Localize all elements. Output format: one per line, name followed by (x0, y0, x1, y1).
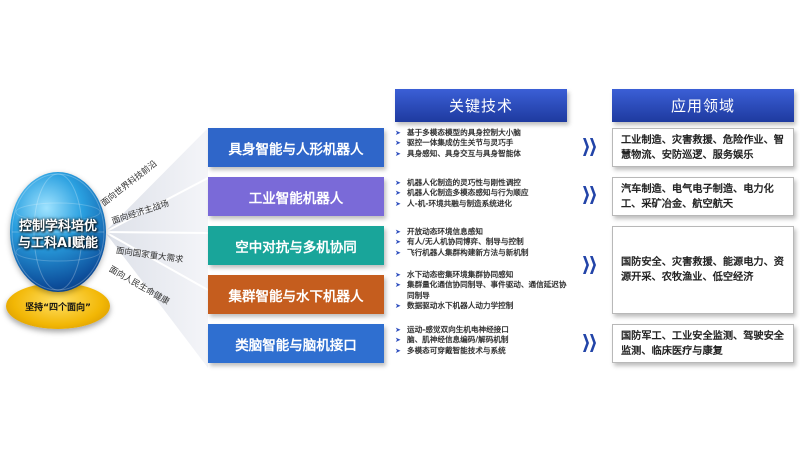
double-chevron-icon (583, 186, 596, 204)
tech-item: ➤人-机-环境共融与制造系统进化 (395, 198, 513, 208)
tech-item: ➤驱控一体集成仿生关节与灵巧手 (395, 138, 514, 148)
bullet-chevron-icon: ➤ (395, 189, 401, 198)
tech-item: ➤基于多模态模型的具身控制大小脑 (395, 128, 521, 137)
track-aerial-multiagent: 空中对抗与多机协同 (208, 226, 384, 265)
track-embodied-humanoid: 具身智能与人形机器人 (208, 128, 384, 167)
base-caption: 坚持“四个面向” (25, 303, 91, 313)
tech-list-4: ➤水下动态密集环境集群协同感知 ➤集群量化通信协同制导、事件驱动、通信延迟协同制… (395, 270, 573, 312)
fan-divider-3 (104, 231, 209, 291)
bullet-chevron-icon: ➤ (395, 281, 401, 290)
bullet-chevron-icon: ➤ (395, 199, 401, 208)
bullet-chevron-icon: ➤ (395, 129, 401, 137)
bullet-chevron-icon: ➤ (395, 238, 401, 247)
globe-title-line2: 与工科AI赋能 (18, 236, 98, 251)
globe (10, 172, 106, 292)
double-chevron-icon (583, 256, 596, 274)
bullet-chevron-icon: ➤ (395, 248, 401, 257)
bullet-chevron-icon: ➤ (395, 326, 401, 334)
bullet-chevron-icon: ➤ (395, 271, 401, 279)
tech-item: ➤有人/无人机协同博弈、制导与控制 (395, 237, 524, 247)
fan-wedge-shape (105, 128, 208, 368)
bullet-chevron-icon: ➤ (395, 302, 401, 311)
bullet-chevron-icon: ➤ (395, 228, 401, 236)
bullet-chevron-icon: ➤ (395, 179, 401, 187)
tech-list-3: ➤开放动态环境信息感知 ➤有人/无人机协同博弈、制导与控制 ➤飞行机器人集群构建… (395, 227, 575, 258)
bullet-chevron-icon: ➤ (395, 149, 401, 158)
app-box-4: 国防军工、工业安全监测、驾驶安全监测、临床医疗与康复 (612, 324, 794, 363)
fan-divider-1 (104, 177, 209, 233)
tech-item: ➤多模态可穿戴智能技术与系统 (395, 345, 506, 355)
tech-item: ➤集群量化通信协同制导、事件驱动、通信延迟协同制导 (395, 280, 567, 300)
tech-item: ➤飞行机器人集群构建新方法与新机制 (395, 247, 529, 257)
bullet-chevron-icon: ➤ (395, 336, 401, 345)
double-chevron-icon (583, 334, 596, 352)
tech-item: ➤开放动态环境信息感知 (395, 227, 483, 236)
tech-item: ➤具身感知、具身交互与具身智能体 (395, 148, 521, 158)
tech-item: ➤脑、肌神经信息编码/解码机制 (395, 335, 509, 345)
tech-item: ➤机器人化制造多模态感知与行为顺应 (395, 188, 529, 198)
fan-divider-2 (104, 231, 209, 234)
tech-item: ➤运动-感觉双向生机电神经接口 (395, 325, 509, 334)
globe-title-line1: 控制学科培优 (18, 219, 97, 234)
track-brain-inspired-bci: 类脑智能与脑机接口 (208, 324, 384, 363)
bullet-chevron-icon: ➤ (395, 346, 401, 355)
tech-list-5: ➤运动-感觉双向生机电神经接口 ➤脑、肌神经信息编码/解码机制 ➤多模态可穿戴智… (395, 325, 575, 356)
tech-list-2: ➤机器人化制造的灵巧性与刚性调控 ➤机器人化制造多模态感知与行为顺应 ➤人-机-… (395, 178, 575, 209)
header-applications: 应用领域 (612, 89, 794, 122)
globe-meridians (11, 173, 105, 291)
track-swarm-underwater: 集群智能与水下机器人 (208, 275, 384, 314)
tech-item: ➤机器人化制造的灵巧性与刚性调控 (395, 178, 521, 187)
track-industrial-robot: 工业智能机器人 (208, 177, 384, 216)
globe-title: 控制学科培优 与工科AI赋能 (8, 218, 108, 252)
app-box-2: 汽车制造、电气电子制造、电力化工、采矿冶金、航空航天 (612, 177, 794, 216)
tech-list-1: ➤基于多模态模型的具身控制大小脑 ➤驱控一体集成仿生关节与灵巧手 ➤具身感知、具… (395, 128, 575, 159)
app-box-3: 国防安全、灾害救援、能源电力、资源开采、农牧渔业、低空经济 (612, 226, 794, 314)
header-key-tech: 关键技术 (395, 89, 567, 122)
bullet-chevron-icon: ➤ (395, 139, 401, 148)
tech-item: ➤数据驱动水下机器人动力学控制 (395, 301, 514, 311)
tech-item: ➤水下动态密集环境集群协同感知 (395, 270, 514, 279)
double-chevron-icon (583, 138, 596, 156)
app-box-1: 工业制造、灾害救援、危险作业、智慧物流、安防巡逻、服务娱乐 (612, 128, 794, 167)
